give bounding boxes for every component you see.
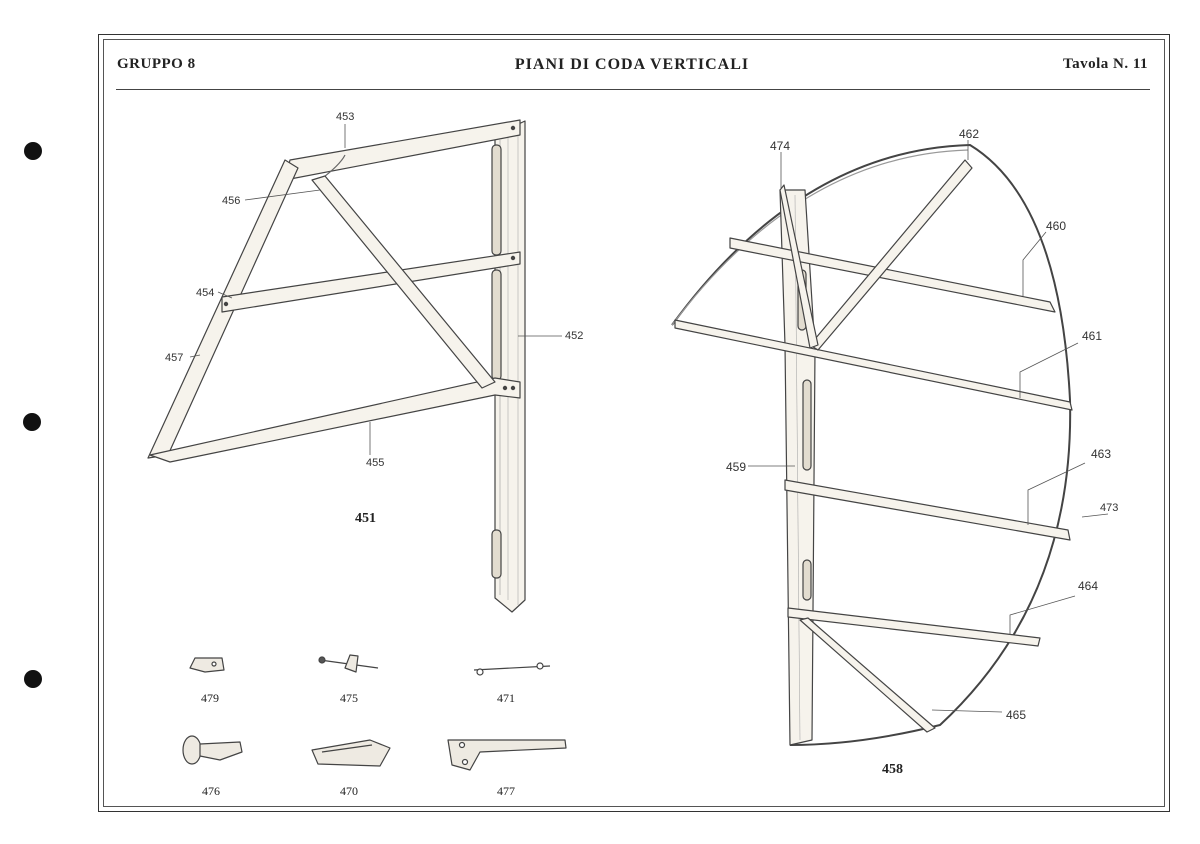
callout-455: 455 xyxy=(366,457,385,469)
punch-hole-top xyxy=(24,142,42,160)
rudder-assembly-458 xyxy=(671,144,1073,746)
part-label-471: 471 xyxy=(497,691,515,705)
punch-hole-middle xyxy=(23,413,41,431)
part-label-476: 476 xyxy=(202,784,220,798)
fin-assembly-451 xyxy=(147,119,526,613)
callout-460: 460 xyxy=(1046,219,1067,233)
part-470-channel xyxy=(311,739,391,767)
callout-453: 453 xyxy=(336,111,355,123)
figure-number-451: 451 xyxy=(355,511,376,526)
part-label-475: 475 xyxy=(340,691,358,705)
callout-452: 452 xyxy=(565,330,584,342)
callout-459: 459 xyxy=(726,460,747,474)
part-475-bolt xyxy=(318,654,379,673)
callout-462: 462 xyxy=(959,127,980,141)
callout-464: 464 xyxy=(1078,579,1099,593)
part-476-fitting xyxy=(182,735,243,765)
callout-463: 463 xyxy=(1091,447,1112,461)
callout-465: 465 xyxy=(1006,708,1027,722)
part-label-477: 477 xyxy=(497,784,515,798)
page-frame-outer xyxy=(98,34,1170,812)
header-rule xyxy=(116,89,1150,90)
callout-473: 473 xyxy=(1100,502,1119,514)
part-label-470: 470 xyxy=(340,784,358,798)
plate-number: Tavola N. 11 xyxy=(1062,56,1148,72)
punch-hole-bottom xyxy=(24,670,42,688)
page-frame-inner xyxy=(103,39,1165,807)
callout-461: 461 xyxy=(1082,329,1103,343)
part-479-bracket xyxy=(189,657,225,673)
callout-456: 456 xyxy=(222,195,241,207)
part-477-hinge-arm xyxy=(447,739,567,771)
part-471-rod xyxy=(473,662,551,676)
group-label: GRUPPO 8 xyxy=(117,56,196,72)
page-title: PIANI DI CODA VERTICALI xyxy=(514,56,750,73)
callout-457: 457 xyxy=(165,352,184,364)
callout-474: 474 xyxy=(770,139,791,153)
figure-number-458: 458 xyxy=(882,762,903,777)
callout-454: 454 xyxy=(196,287,215,299)
part-label-479: 479 xyxy=(201,691,219,705)
